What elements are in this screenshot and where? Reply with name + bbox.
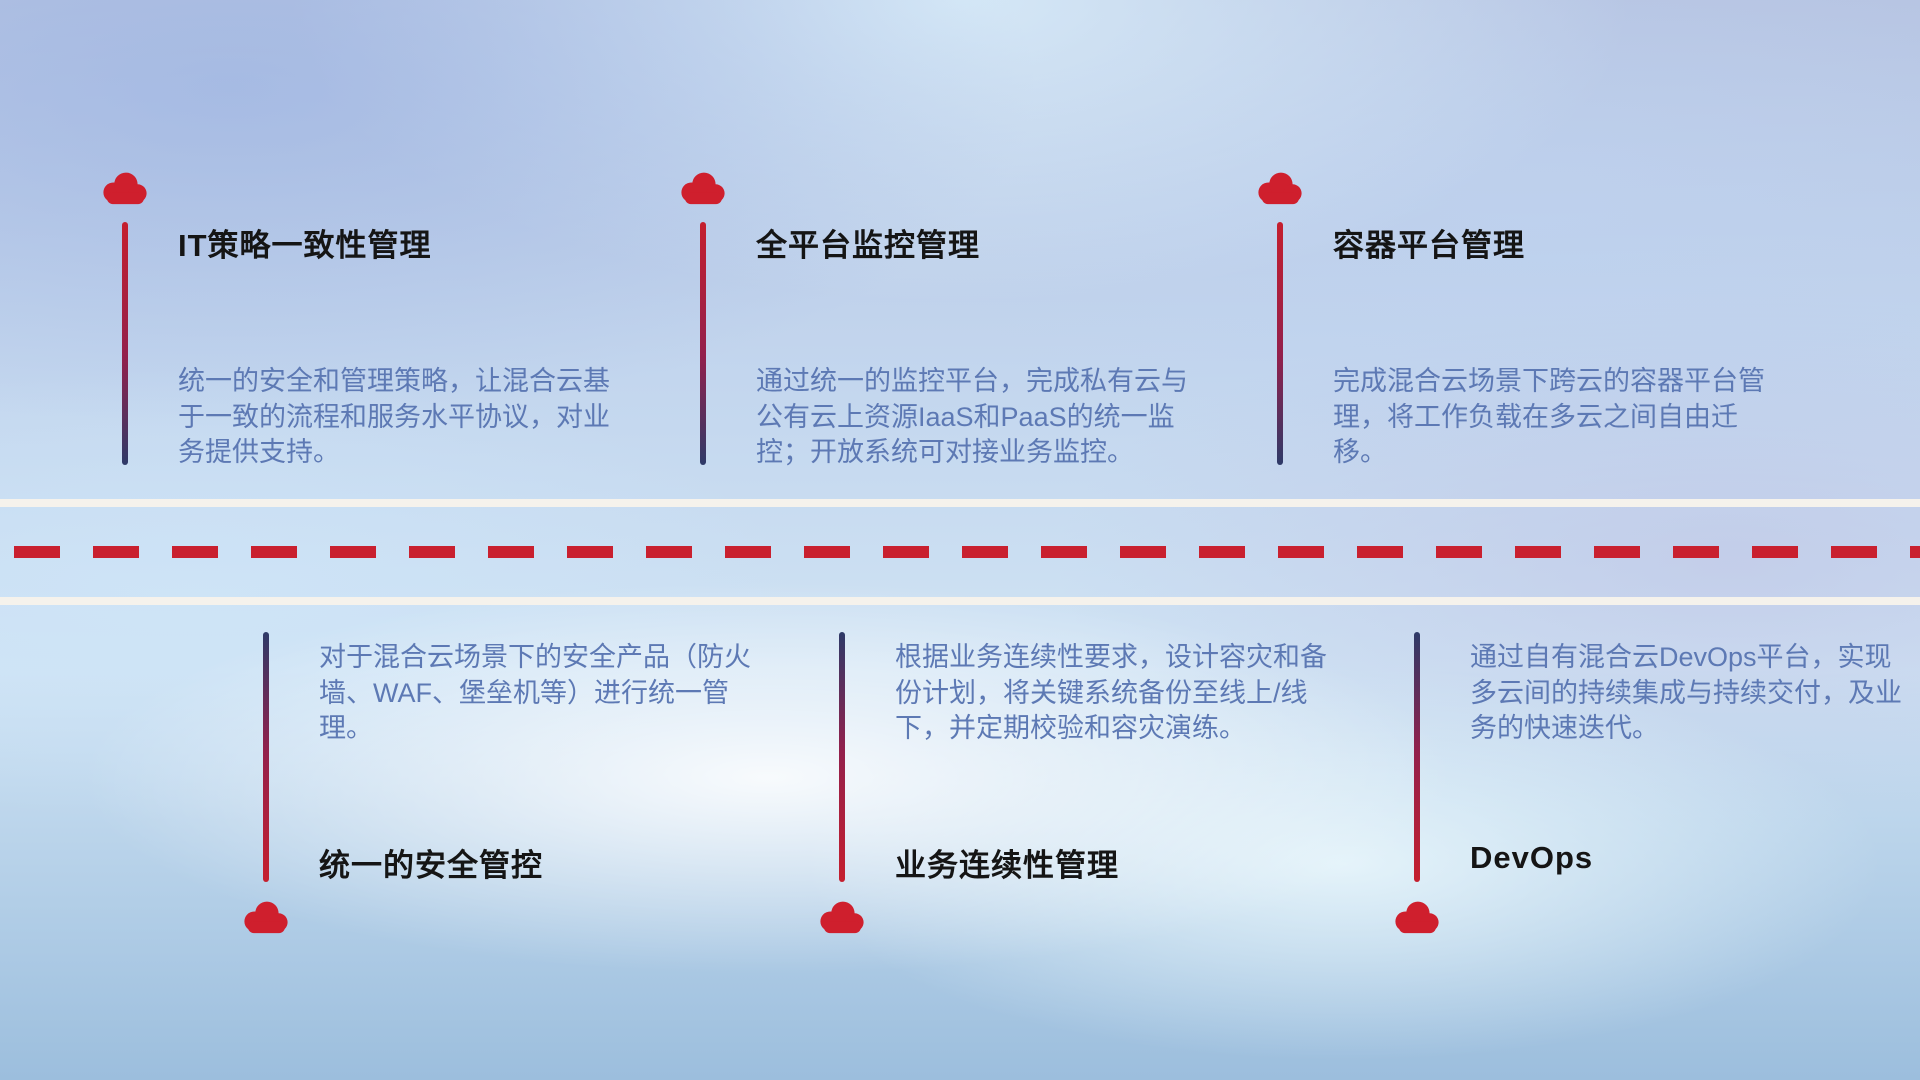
road-dashed-line	[14, 546, 1920, 558]
feature-title: IT策略一致性管理	[178, 228, 432, 263]
road-edge-top	[0, 499, 1920, 507]
cloud-icon	[239, 897, 293, 935]
connector-line	[700, 222, 706, 465]
road-edge-bottom	[0, 597, 1920, 605]
feature-description: 通过统一的监控平台，完成私有云与公有云上资源IaaS和PaaS的统一监控；开放系…	[756, 366, 1188, 468]
cloud-icon	[815, 897, 869, 935]
cloud-icon	[676, 168, 730, 206]
connector-line	[839, 632, 845, 882]
feature-description: 通过自有混合云DevOps平台，实现多云间的持续集成与持续交付，及业务的快速迭代…	[1470, 642, 1902, 744]
feature-title: 容器平台管理	[1333, 228, 1525, 263]
feature-description: 统一的安全和管理策略，让混合云基于一致的流程和服务水平协议，对业务提供支持。	[178, 366, 610, 468]
feature-description: 根据业务连续性要求，设计容灾和备份计划，将关键系统备份至线上/线下，并定期校验和…	[895, 642, 1327, 744]
connector-line	[1277, 222, 1283, 465]
cloud-icon	[1390, 897, 1444, 935]
connector-line	[263, 632, 269, 882]
cloud-icon	[1253, 168, 1307, 206]
feature-title: DevOps	[1470, 840, 1594, 875]
feature-description: 对于混合云场景下的安全产品（防火墙、WAF、堡垒机等）进行统一管理。	[319, 642, 751, 744]
feature-title: 统一的安全管控	[319, 848, 543, 883]
connector-line	[122, 222, 128, 465]
feature-title: 全平台监控管理	[756, 228, 980, 263]
connector-line	[1414, 632, 1420, 882]
feature-title: 业务连续性管理	[895, 848, 1119, 883]
cloud-icon	[98, 168, 152, 206]
feature-description: 完成混合云场景下跨云的容器平台管理，将工作负载在多云之间自由迁移。	[1333, 366, 1765, 468]
